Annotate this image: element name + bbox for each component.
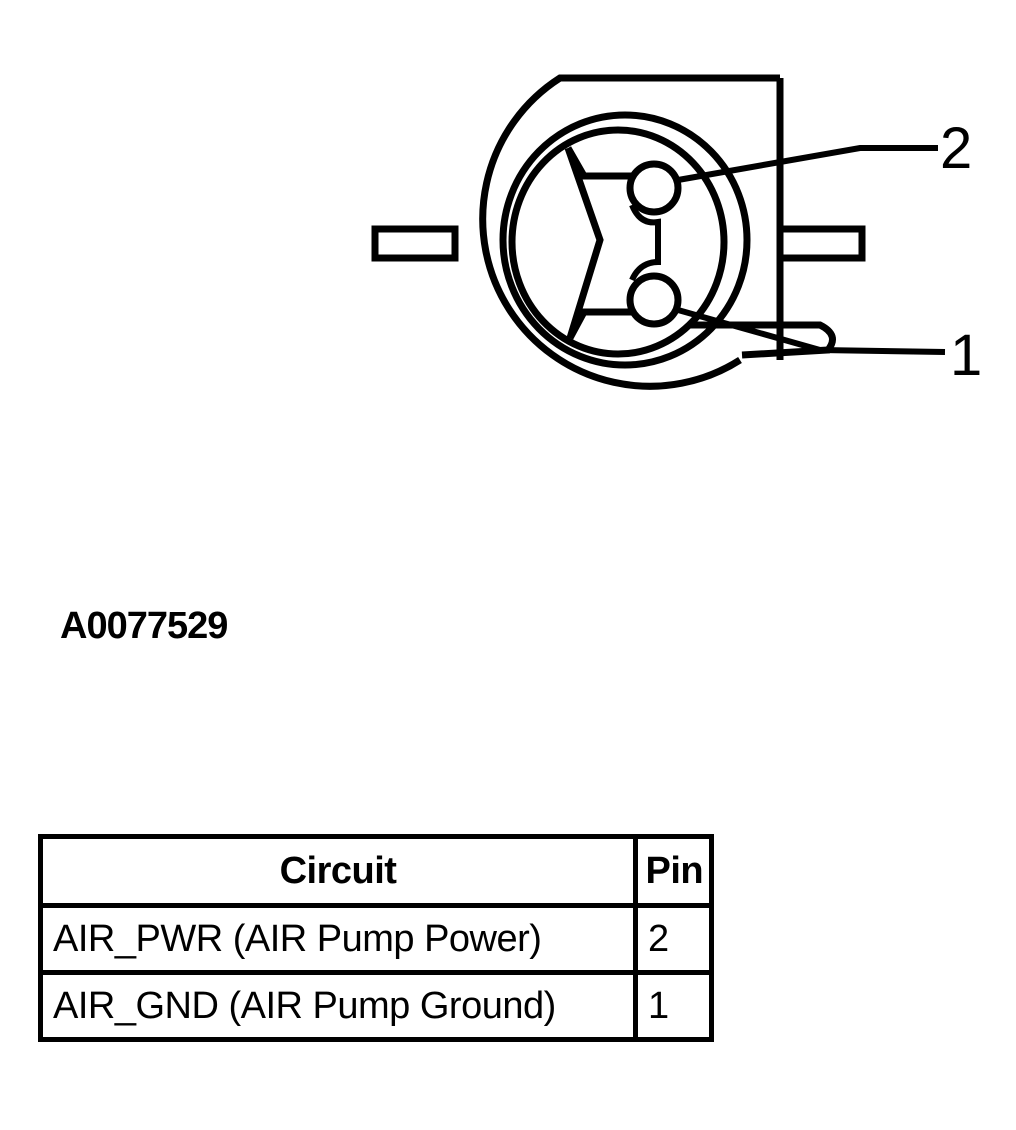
connector-face-outer-ring [499, 111, 751, 369]
connector-diagram: 2 1 [371, 74, 982, 390]
pin-2-terminal [626, 160, 682, 216]
column-header-pin: Pin [633, 834, 714, 908]
connector-face-inner-ring [508, 126, 728, 358]
callout-label-1: 1 [950, 323, 982, 388]
figure-id-label: A0077529 [60, 605, 228, 647]
right-mounting-tab [776, 225, 866, 262]
terminal-web [629, 203, 661, 282]
circuit-cell: AIR_GND (AIR Pump Ground) [38, 970, 638, 1042]
pin-cell: 2 [633, 903, 714, 975]
left-mounting-tab [371, 225, 459, 262]
callout-label-2: 2 [940, 116, 972, 181]
pin-1-terminal [626, 272, 682, 328]
leader-line-pin-1 [677, 307, 946, 355]
table-row: AIR_GND (AIR Pump Ground) 1 [38, 970, 714, 1042]
table-header-row: Circuit Pin [38, 834, 714, 908]
leader-line-pin-2 [677, 145, 938, 183]
keyway-chevron [564, 146, 636, 340]
pin-cell: 1 [633, 970, 714, 1042]
column-header-circuit: Circuit [38, 834, 638, 908]
connector-housing-outline [479, 74, 780, 390]
table-row: AIR_PWR (AIR Pump Power) 2 [38, 903, 714, 975]
pinout-table: Circuit Pin AIR_PWR (AIR Pump Power) 2 A… [38, 834, 714, 1042]
circuit-cell: AIR_PWR (AIR Pump Power) [38, 903, 638, 975]
